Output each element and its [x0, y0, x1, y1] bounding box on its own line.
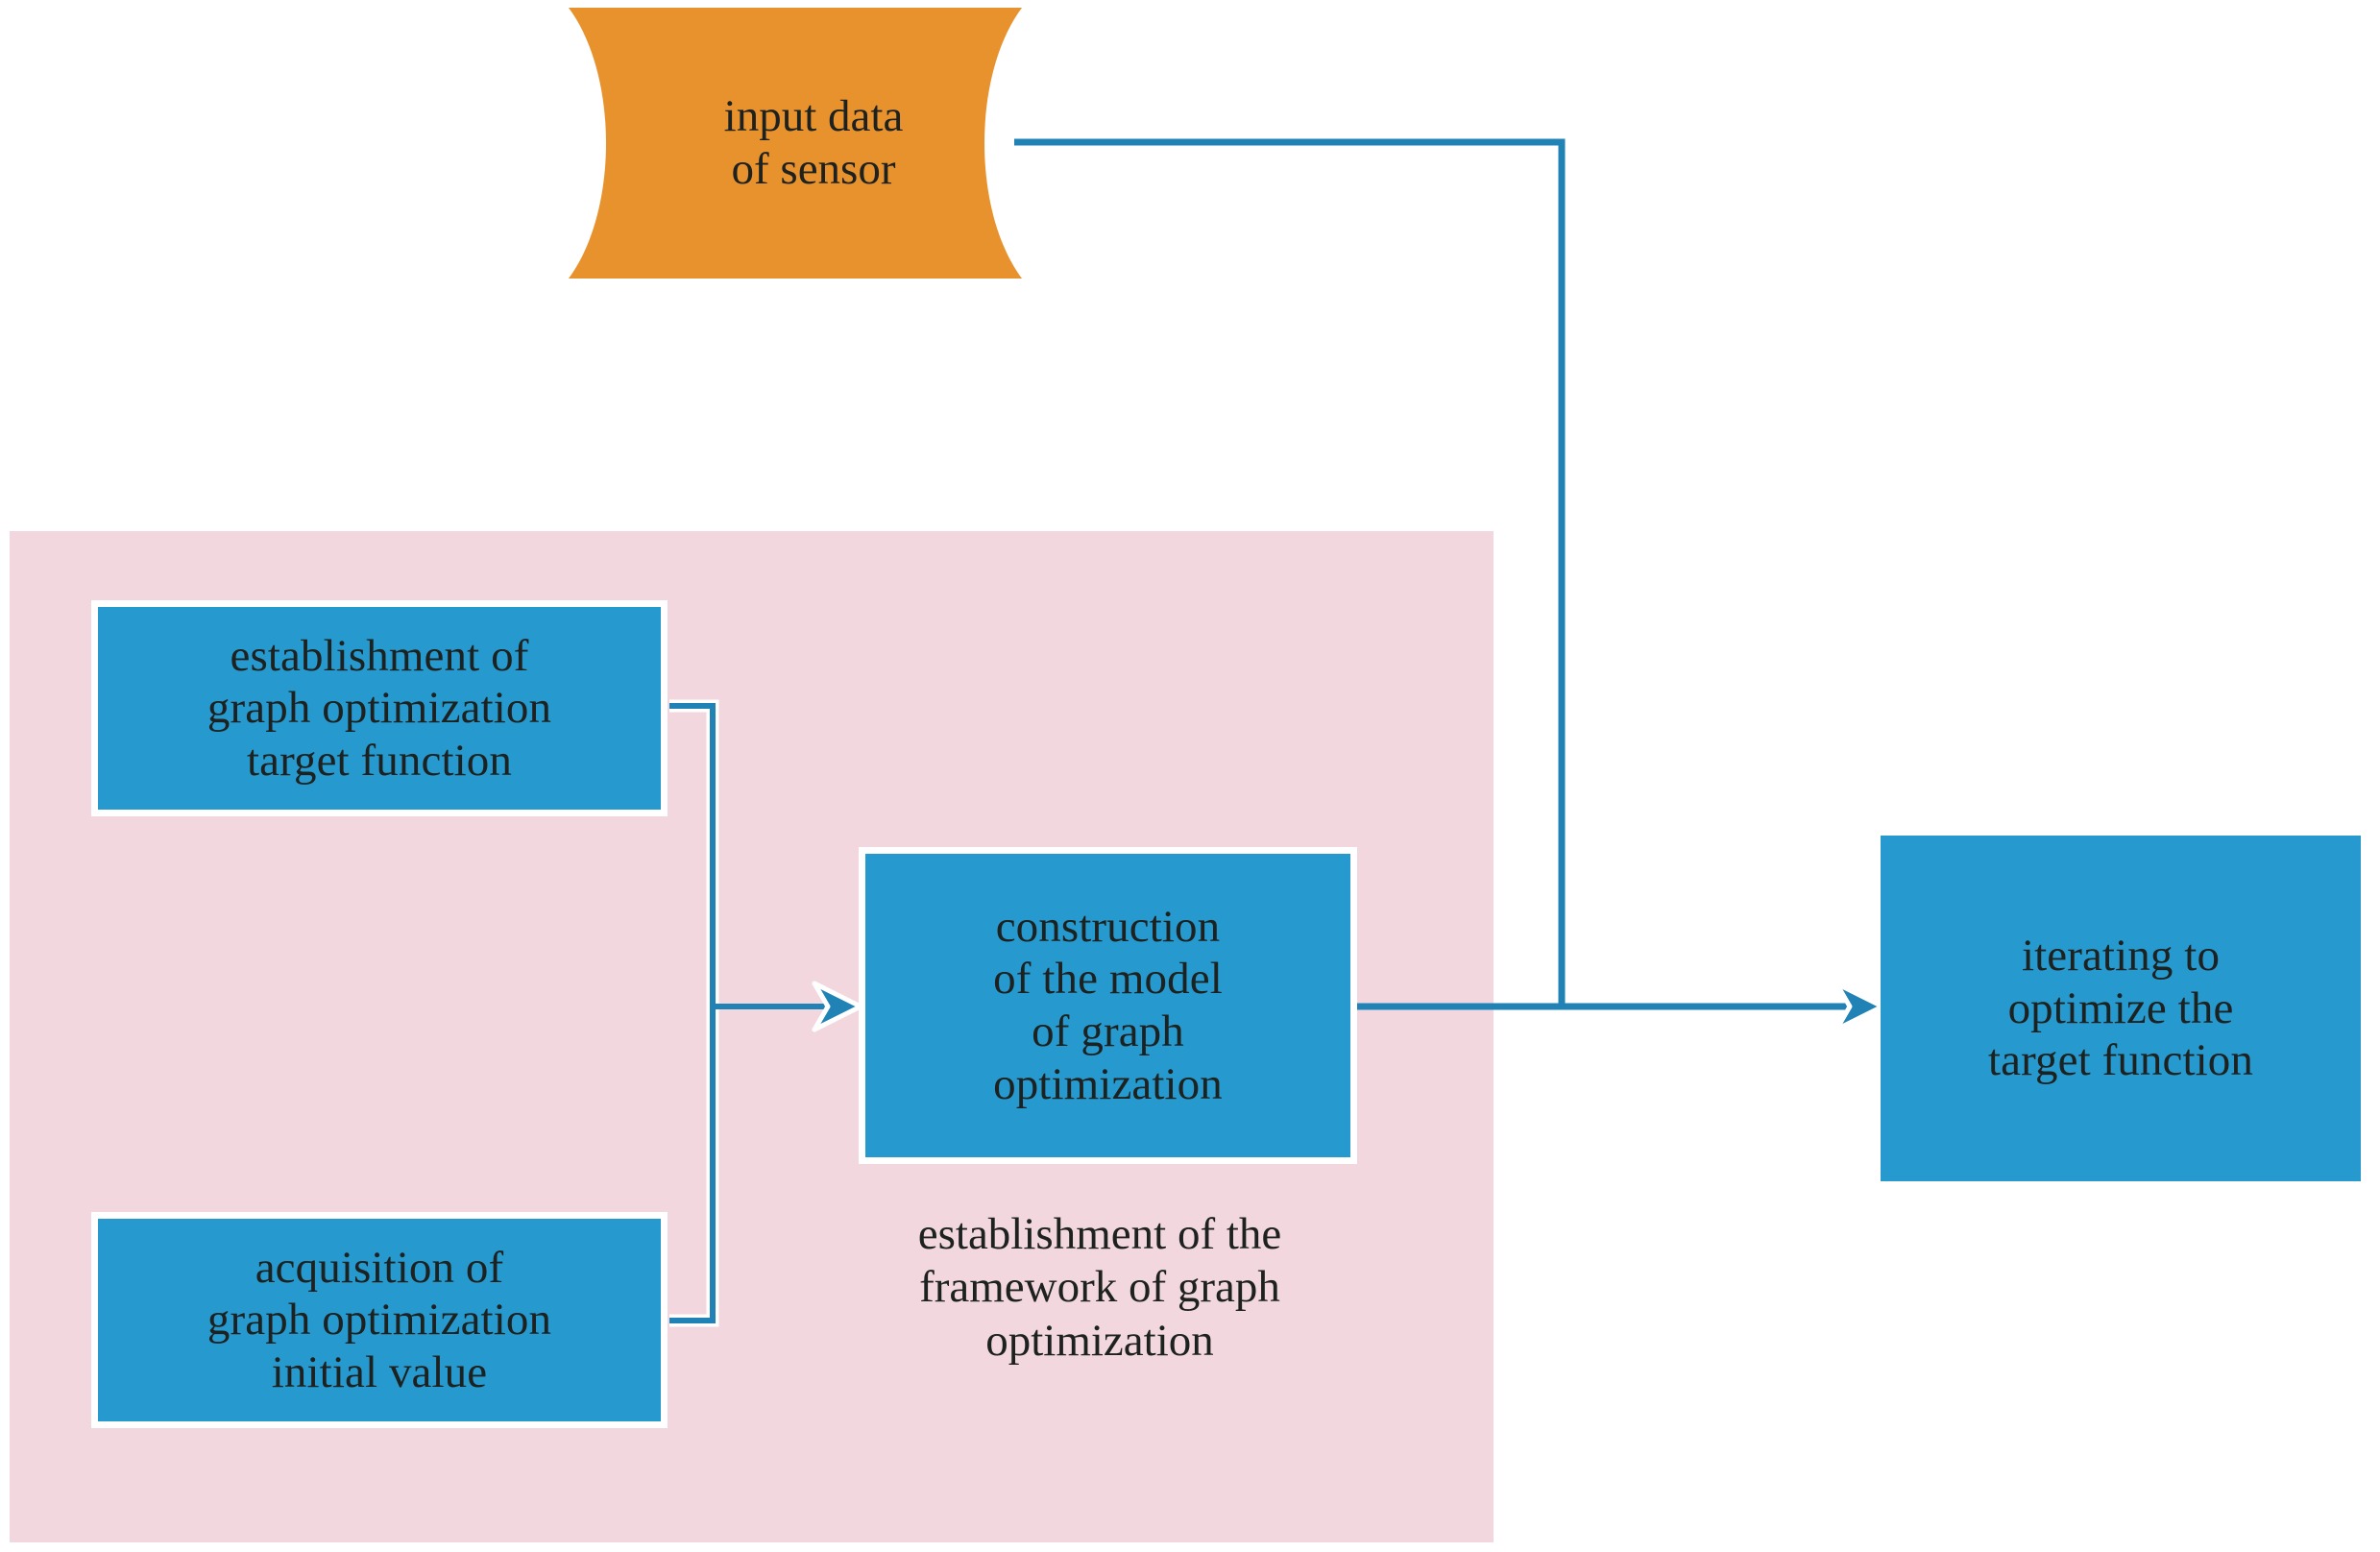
node-iterating-to-optimize[interactable]: iterating to optimize the target functio… — [1881, 836, 2361, 1181]
node-establishment-of-target-function[interactable]: establishment of graph optimization targ… — [91, 600, 668, 816]
group-caption: establishment of the framework of graph … — [917, 1209, 1282, 1366]
arrowhead-into-iterating — [1836, 983, 1882, 1030]
node-iterating-label: iterating to optimize the target functio… — [1987, 931, 2254, 1086]
node-target-function-label: establishment of graph optimization targ… — [206, 630, 552, 786]
node-acquisition-of-initial-value[interactable]: acquisition of graph optimization initia… — [91, 1212, 668, 1428]
node-construction-label: construction of the model of graph optim… — [993, 901, 1223, 1109]
node-input-data-label: input data of sensor — [723, 91, 904, 194]
node-initial-value-label: acquisition of graph optimization initia… — [206, 1242, 552, 1397]
node-input-data-of-sensor[interactable]: input data of sensor — [569, 8, 1058, 279]
data-tape-shape-icon — [569, 8, 1022, 279]
node-construction-of-model[interactable]: construction of the model of graph optim… — [859, 847, 1357, 1164]
